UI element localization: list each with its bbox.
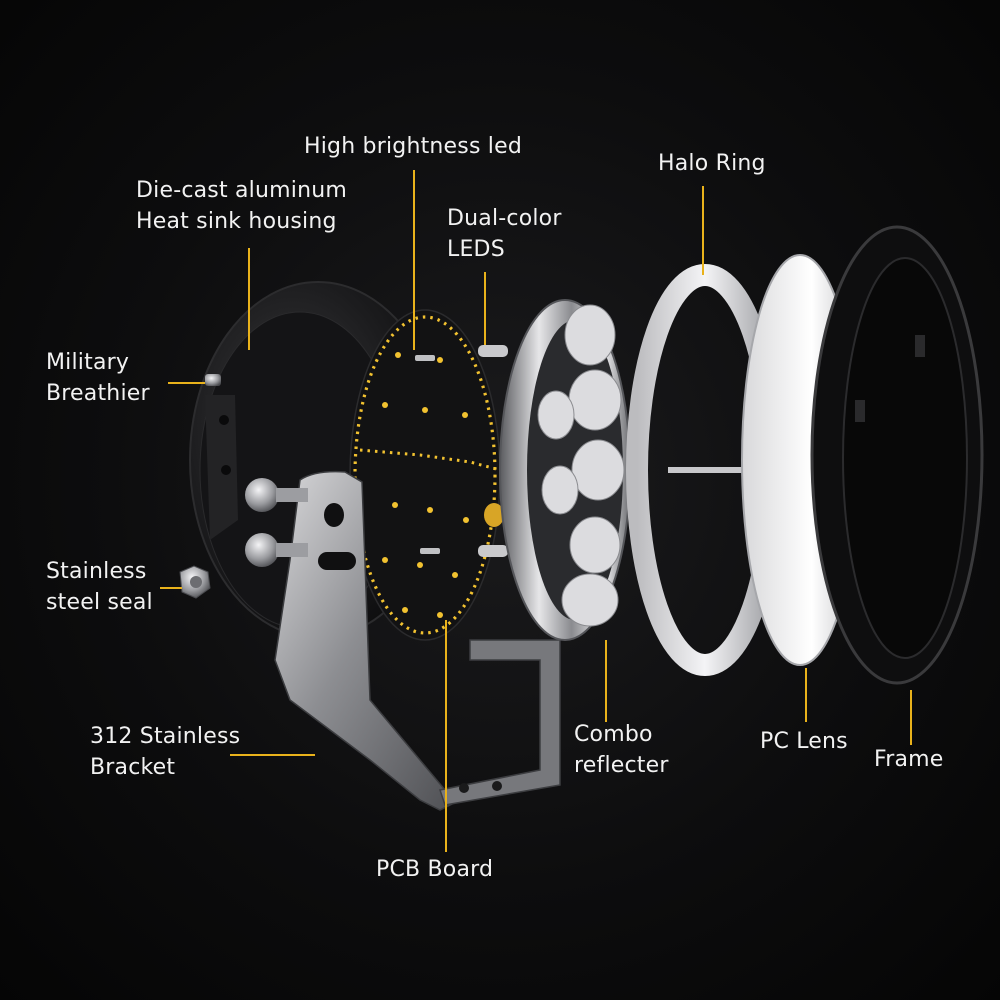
label-text: PC Lens <box>760 729 848 754</box>
label-text: PCB Board <box>376 857 494 882</box>
combo-reflector <box>499 299 631 641</box>
label-stainless-seal: Stainless steel seal <box>46 556 153 618</box>
label-bracket: 312 Stainless Bracket <box>90 721 240 783</box>
label-frame: Frame <box>874 744 944 775</box>
stainless-bracket <box>274 470 561 811</box>
label-text-line1: 312 Stainless <box>90 724 241 749</box>
pcb-board <box>349 309 501 641</box>
label-text-line2: Heat sink housing <box>136 209 337 234</box>
label-text-line1: Military <box>46 350 130 375</box>
label-text-line2: Breathier <box>46 381 150 406</box>
label-pcb-board: PCB Board <box>376 854 493 885</box>
label-text-line1: Combo <box>574 722 653 747</box>
label-text-line2: reflecter <box>574 753 669 778</box>
mounting-bolts <box>245 478 308 567</box>
label-high-brightness-led: High brightness led <box>304 131 522 162</box>
label-text-line1: Die-cast aluminum <box>136 178 347 203</box>
label-combo-reflector: Combo reflecter <box>574 719 669 781</box>
label-text: Halo Ring <box>658 151 766 176</box>
label-dual-color-leds: Dual-color LEDS <box>447 203 562 265</box>
label-heat-sink-housing: Die-cast aluminum Heat sink housing <box>136 175 347 237</box>
label-text-line2: LEDS <box>447 237 505 262</box>
label-text-line2: steel seal <box>46 590 153 615</box>
label-text-line1: Dual-color <box>447 206 562 231</box>
label-text: High brightness led <box>304 134 523 159</box>
dual-color-leds <box>478 345 508 557</box>
label-military-breather: Military Breathier <box>46 347 150 409</box>
label-text: Frame <box>874 747 944 772</box>
label-text-line2: Bracket <box>90 755 176 780</box>
front-frame <box>810 225 984 685</box>
leader-lines <box>160 170 912 852</box>
military-breather-vent <box>205 374 221 386</box>
label-halo-ring: Halo Ring <box>658 148 766 179</box>
label-text-line1: Stainless <box>46 559 147 584</box>
stainless-steel-seal <box>179 565 211 599</box>
label-pc-lens: PC Lens <box>760 726 848 757</box>
